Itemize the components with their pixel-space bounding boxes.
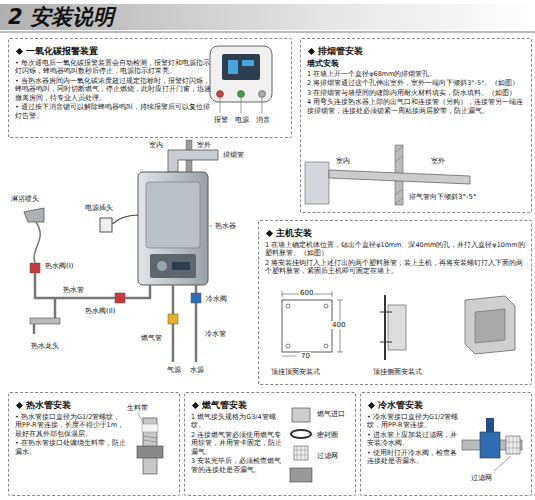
page-title: 2 安装说明 <box>8 5 114 29</box>
figure-caption: 顶挂顶面安装式 <box>270 368 321 376</box>
instruction-text: • 冷水管接口直径为G1/2管螺纹，用PP-R管连接。 <box>367 413 459 430</box>
instruction-text: • 当热水器房间内一氧化碳浓度超过规定指标时，报警灯闪烁，蜂鸣器鸣叫，同时切断燃… <box>15 77 211 102</box>
part-label: 气源 <box>166 366 182 374</box>
instruction-text: 4 用弯头连接热水器上部的出气口和连接管（另购），连接管另一端连接排烟管，连接处… <box>307 98 527 115</box>
instruction-text: 1 燃气接头规格为G3/4管螺纹。 <box>191 413 287 430</box>
button-label: 电源 <box>234 116 250 124</box>
part-label: 热水管 <box>62 286 85 294</box>
area-label: 室外 <box>196 141 212 149</box>
part-label: 过滤网 <box>316 452 339 460</box>
part-label: 燃气进口 <box>316 410 346 418</box>
section-body: • 冷水管接口直径为G1/2管螺纹，用PP-R管连接。• 进水管上应加装过滤网，… <box>367 413 459 466</box>
section-heading: 燃气管安装 <box>191 400 250 411</box>
figure-caption: 顶挂侧面安装式 <box>372 368 423 376</box>
area-label: 室外 <box>430 157 446 165</box>
section-box: 冷水管安装 • 冷水管接口直径为G1/2管螺纹，用PP-R管连接。• 进水管上应加… <box>360 392 532 496</box>
section-body: 1 燃气接头规格为G3/4管螺纹。2 连接燃气管必须使用燃气专用软管，并用管卡固… <box>191 413 287 474</box>
part-label: 热水阀(II) <box>84 307 117 315</box>
section-box: 热水管安装 • 热水管接口直径为G1/2管螺纹，用PP-R管连接，长度不得少于1m… <box>8 392 180 496</box>
area-label: 室内 <box>335 157 351 165</box>
part-label: 生料带 <box>126 404 149 412</box>
section-heading: 排烟管安装 <box>307 46 366 57</box>
part-label: 过滤网 <box>470 474 493 482</box>
part-label: 电源插头 <box>84 204 114 212</box>
button-label: 消音 <box>255 116 271 124</box>
instruction-text: • 热水管接口直径为G1/2管螺纹，用PP-R管连接，长度不得少于1m，最好在其… <box>15 413 127 438</box>
dimension-label: 400 <box>331 321 346 329</box>
part-label: 冷水管 <box>204 330 227 338</box>
part-label: 冷水阀 <box>205 295 228 303</box>
section-body: 墙式安装1 在墙上开一个直径φ68mm的排烟管孔。2 将排烟管通过这个孔伸出室外… <box>307 59 527 115</box>
instruction-text: 1 在墙上开一个直径φ68mm的排烟管孔。 <box>307 70 527 78</box>
instruction-text: 2 将安装挂钩打入上述打出的两个塑料胀管，装上主机，再将安装螺钉打入下面的两个塑… <box>265 259 527 276</box>
instruction-text: 2 将排烟管通过这个孔伸出室外，室外一端向下倾斜3°-5°。（如图） <box>307 79 527 87</box>
dimension-label: 600 <box>299 289 314 297</box>
section-heading: 主机安装 <box>265 228 315 239</box>
area-label: 室内 <box>148 141 164 149</box>
instruction-text: • 使用时打开冷水阀，检查各连接处是否漏水。 <box>367 449 459 466</box>
dimension-label: 70 <box>300 352 311 360</box>
part-label: 密封圈 <box>316 431 339 439</box>
section-box: 主机安装 1 在墙上确定机体位置，钻出个直径φ10mm、深40mm的孔，并打入直径… <box>258 220 532 385</box>
part-label: 热水器 <box>214 222 237 230</box>
instruction-text: 3 在排烟管与墙壁间的缝隙内用耐火材料填实，防水填料。（如图） <box>307 89 527 97</box>
instruction-text: • 通过按下消音键可以解除蜂鸣器鸣叫，持续报警后可以复位排灯告警。 <box>15 103 211 120</box>
section-box: 排烟管安装墙式安装1 在墙上开一个直径φ68mm的排烟管孔。2 将排烟管通过这个… <box>300 38 532 213</box>
instruction-text: • 进水管上应加装过滤网，并安装冷水阀。 <box>367 431 459 448</box>
instruction-text: • 每次通电后一氧化碳报警装置会自动检测，报警灯和电源指示灯闪烁，蜂鸣器鸣叫数秒… <box>15 59 211 76</box>
note-label: 排气管向下倾斜3°-5° <box>408 193 477 201</box>
instruction-text: • 在热水管接口处缠绕生料带，防止漏水。 <box>15 439 127 456</box>
section-box: 燃气管安装 1 燃气接头规格为G3/4管螺纹。2 连接燃气管必须使用燃气专用软管，… <box>184 392 356 496</box>
part-label: 热水阀(I) <box>44 262 75 270</box>
instruction-text: 2 连接燃气管必须使用燃气专用软管，并用管卡固定，防止漏气。 <box>191 431 287 456</box>
section-body: • 热水管接口直径为G1/2管螺纹，用PP-R管连接，长度不得少于1m，最好在其… <box>15 413 127 456</box>
section-body: • 每次通电后一氧化碳报警装置会自动检测，报警灯和电源指示灯闪烁，蜂鸣器鸣叫数秒… <box>15 59 211 120</box>
part-label: 水源 <box>189 366 205 374</box>
part-label: 淋浴喷头 <box>10 195 40 203</box>
section-heading: 冷水管安装 <box>367 400 426 411</box>
section-body: 1 在墙上确定机体位置，钻出个直径φ10mm、深40mm的孔，并打入直径φ10m… <box>265 241 527 276</box>
part-label: 热水龙头 <box>30 342 60 350</box>
section-heading: 一氧化碳报警装置 <box>15 46 101 57</box>
part-label: 燃气管 <box>140 334 163 342</box>
part-label: 排烟管 <box>222 151 245 159</box>
section-heading: 热水管安装 <box>15 400 74 411</box>
instruction-text: 3 安装完毕后，必须检查燃气管的连接处是否漏气。 <box>191 457 287 474</box>
sub-heading: 墙式安装 <box>307 59 527 69</box>
button-label: 报警 <box>213 116 229 124</box>
instruction-text: 1 在墙上确定机体位置，钻出个直径φ10mm、深40mm的孔，并打入直径φ10m… <box>265 241 527 258</box>
